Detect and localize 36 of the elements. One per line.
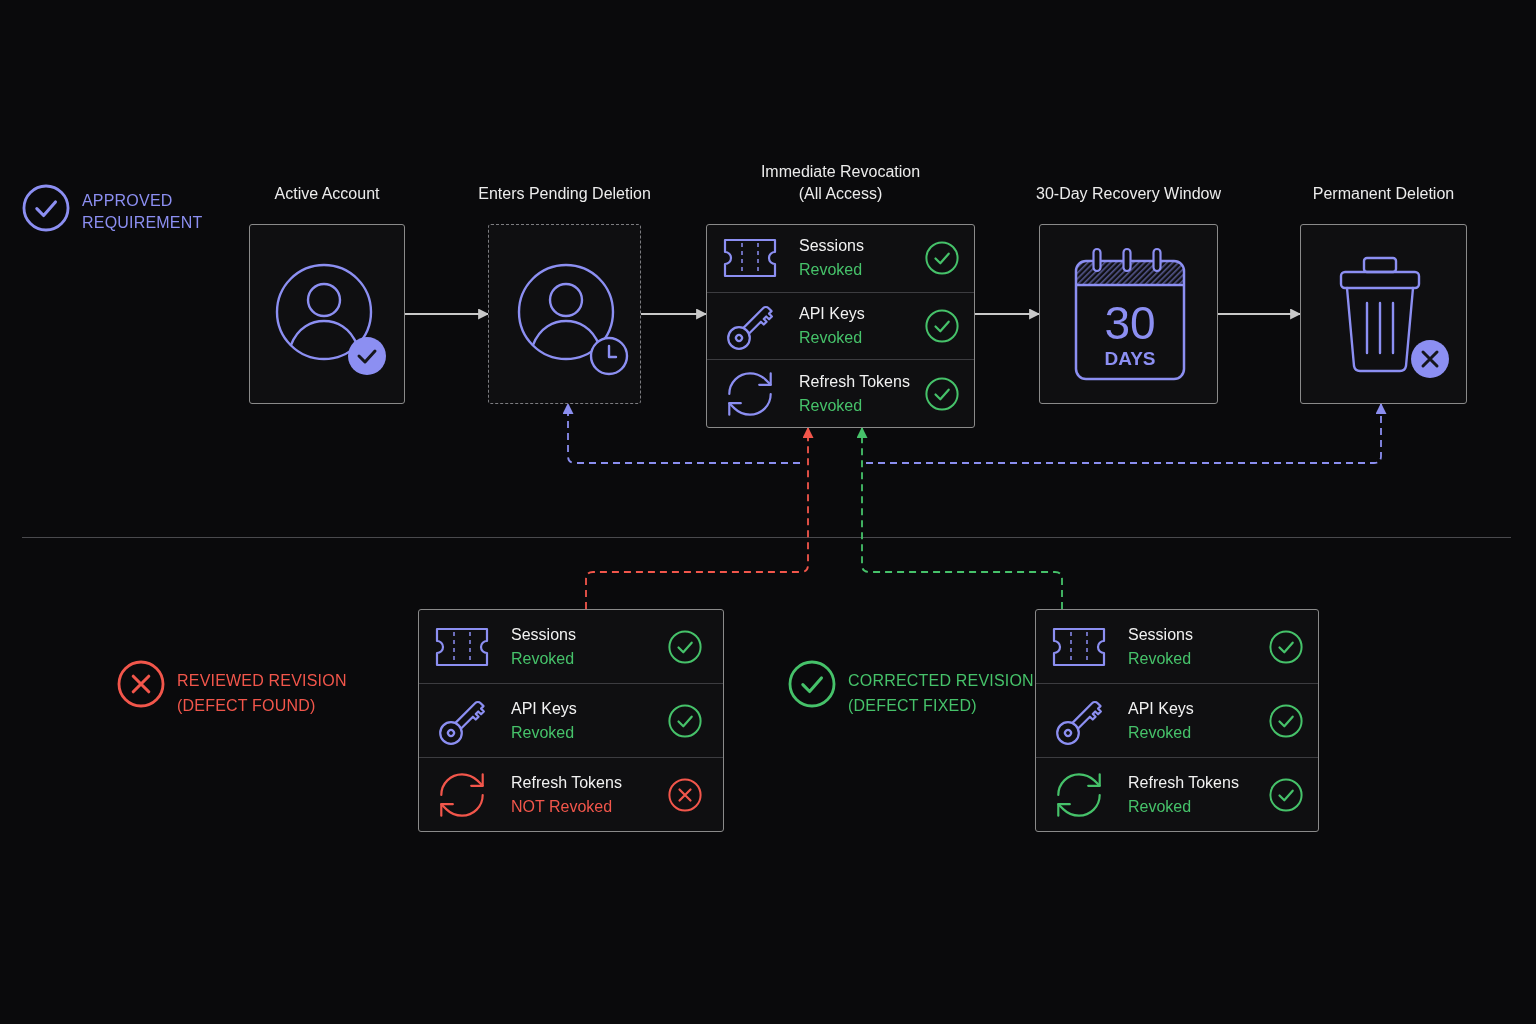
item-title: Sessions <box>1128 624 1193 645</box>
item-title: Sessions <box>799 236 864 257</box>
arrow <box>1217 308 1302 320</box>
item-status: Revoked <box>799 328 863 348</box>
step-heading: 30-Day Recovery Window <box>1036 184 1221 204</box>
item-title: Refresh Tokens <box>511 772 622 793</box>
dashed-arrow <box>856 426 1063 610</box>
item-status: Revoked <box>1128 796 1192 817</box>
item-title: Sessions <box>511 624 576 645</box>
item-status: Revoked <box>1128 722 1192 743</box>
dashed-arrow <box>585 426 814 610</box>
dashed-arrow <box>562 402 801 464</box>
day-unit: DAYS <box>1104 348 1156 370</box>
item-status: Revoked <box>1128 648 1192 669</box>
step-heading: Enters Pending Deletion <box>478 184 651 204</box>
item-status: Revoked <box>511 722 575 743</box>
item-title: API Keys <box>511 698 577 719</box>
item-status: Revoked <box>799 260 863 281</box>
item-status: Revoked <box>799 395 863 416</box>
revision-label: CORRECTED REVISION (DEFECT FIXED) <box>848 671 1035 716</box>
item-title: API Keys <box>1128 698 1194 719</box>
item-title: API Keys <box>799 304 865 324</box>
step-heading: Active Account <box>274 184 380 204</box>
requirement-label: APPROVED REQUIREMENT <box>82 191 204 233</box>
arrow <box>640 308 708 320</box>
dashed-arrow <box>865 402 1387 464</box>
item-title: Refresh Tokens <box>1128 772 1239 793</box>
item-title: Refresh Tokens <box>799 371 910 392</box>
step-heading: Permanent Deletion <box>1312 184 1455 204</box>
day-count: 30 <box>1104 298 1156 348</box>
step-heading: Immediate Revocation (All Access) <box>759 162 922 204</box>
arrow <box>404 308 490 320</box>
item-status: Revoked <box>511 648 575 669</box>
item-status: NOT Revoked <box>511 796 613 817</box>
revision-label: REVIEWED REVISION (DEFECT FOUND) <box>177 671 348 716</box>
arrow <box>974 308 1041 320</box>
